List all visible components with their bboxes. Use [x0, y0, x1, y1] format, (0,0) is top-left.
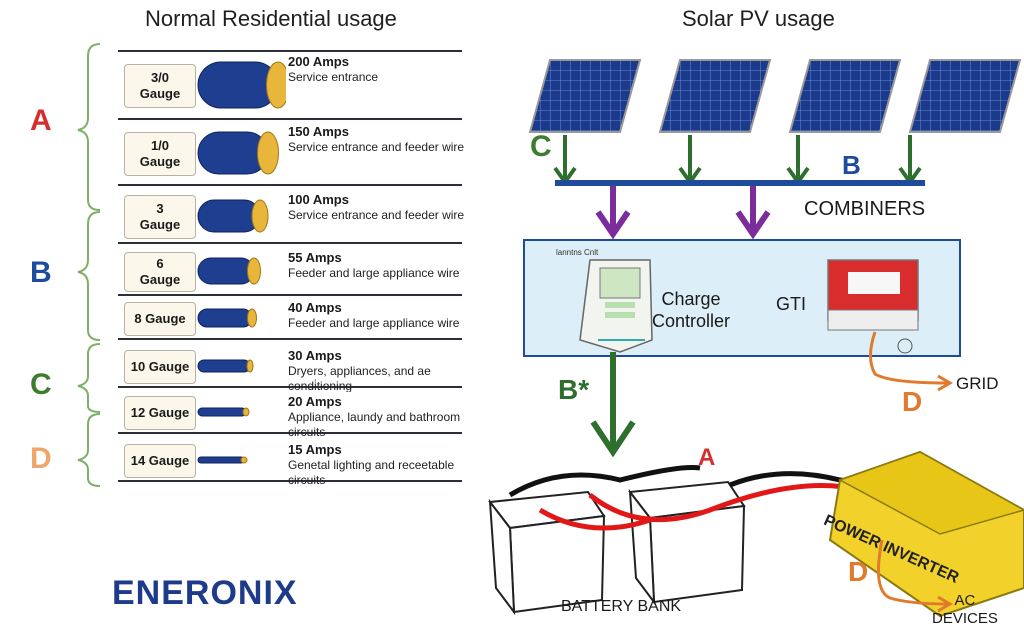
wire-illustration	[197, 199, 269, 233]
solar-panel-4	[908, 59, 1022, 133]
wire-amps: 100 Amps	[288, 192, 349, 207]
solar-label-c: C	[530, 130, 552, 163]
wire-illustration	[197, 456, 248, 464]
wire-usage: Genetal lighting and receetable circuits	[288, 458, 455, 487]
panel-arrows	[553, 135, 922, 186]
gti-label: GTI	[776, 294, 806, 314]
wire-usage: Feeder and large appliance wire	[288, 266, 460, 280]
wire-usage: Service entrance	[288, 70, 379, 84]
wire-illustration	[197, 308, 257, 328]
wire-amps: 150 Amps	[288, 124, 349, 139]
battery-bank	[488, 480, 746, 616]
bracket-b	[77, 211, 101, 341]
solar-panels	[528, 59, 1022, 133]
bracket-a	[77, 43, 101, 211]
combiners-label: COMBINERS	[804, 198, 926, 220]
solar-panel-2	[658, 59, 772, 133]
wire-gauge-label: 12 Gauge	[124, 396, 196, 430]
wire-gauge-label: 6 Gauge	[124, 252, 196, 292]
controller-to-battery-arrow	[590, 352, 636, 458]
wire-amps: 55 Amps	[288, 250, 342, 265]
right-title: Solar PV usage	[682, 6, 835, 31]
bracket-c	[77, 343, 101, 413]
group-label-d: D	[30, 442, 52, 475]
gti-device	[827, 259, 919, 354]
wire-illustration	[197, 407, 250, 417]
combiner-bar	[555, 180, 925, 186]
group-label-b: B	[30, 256, 52, 289]
power-inverter-device	[828, 450, 1024, 618]
wire-illustration	[197, 359, 254, 373]
wire-gauge-label: 8 Gauge	[124, 302, 196, 336]
bracket-d	[77, 413, 101, 487]
ac-devices-label: AC DEVICES	[932, 592, 998, 627]
solar-label-a: A	[698, 444, 716, 471]
solar-diagram	[488, 59, 1024, 618]
wire-illustration	[197, 61, 286, 109]
group-label-a: A	[30, 104, 52, 137]
solar-panel-3	[788, 59, 902, 133]
charge-controller-label: Charge Controller	[652, 289, 731, 331]
wire-illustration	[197, 131, 279, 175]
wire-amps: 200 Amps	[288, 54, 349, 69]
ac-devices-arrow	[876, 539, 953, 613]
grid-arrow	[869, 331, 953, 392]
group-brackets	[77, 43, 101, 487]
wire-amps: 30 Amps	[288, 348, 342, 363]
controller-small-label: lanntns Cnlt	[556, 248, 599, 257]
wire-gauge-label: 10 Gauge	[124, 350, 196, 384]
grid-label: GRID	[956, 374, 999, 393]
battery-cables	[508, 465, 901, 531]
wire-gauge-label: 14 Gauge	[124, 444, 196, 478]
solar-label-b: B	[842, 150, 861, 180]
wire-amps: 15 Amps	[288, 442, 342, 457]
wire-usage: Dryers, appliances, and ae condi̇tioning	[288, 364, 431, 393]
wire-usage: Service entrance and feeder wire	[288, 140, 465, 154]
wire-usage: Feeder and large appliance wire	[288, 316, 460, 330]
wire-usage: Service entrance and feeder wire	[288, 208, 465, 222]
charge-controller-device	[579, 259, 653, 353]
solar-panel-1	[528, 59, 642, 133]
wire-amps: 20 Amps	[288, 394, 342, 409]
solar-label-bstar: B*	[558, 374, 590, 405]
combiner-arrows	[595, 186, 771, 240]
wire-gauge-label: 3 Gauge	[124, 195, 196, 239]
wire-gauge-label: 3/0 Gauge	[124, 64, 196, 108]
wire-illustration	[197, 257, 261, 285]
wire-usage: Appliance, laundy and bathroom circuits	[288, 410, 461, 439]
brand-logo: ENERONIX	[112, 574, 298, 612]
solar-label-d-ac: D	[848, 556, 869, 587]
wire-gauge-label: 1/0 Gauge	[124, 132, 196, 176]
left-title: Normal Residential usage	[145, 6, 397, 31]
solar-label-d-grid: D	[902, 386, 923, 417]
group-label-c: C	[30, 368, 52, 401]
battery-bank-label: BATTERY BANK	[561, 598, 682, 615]
wire-amps: 40 Amps	[288, 300, 342, 315]
